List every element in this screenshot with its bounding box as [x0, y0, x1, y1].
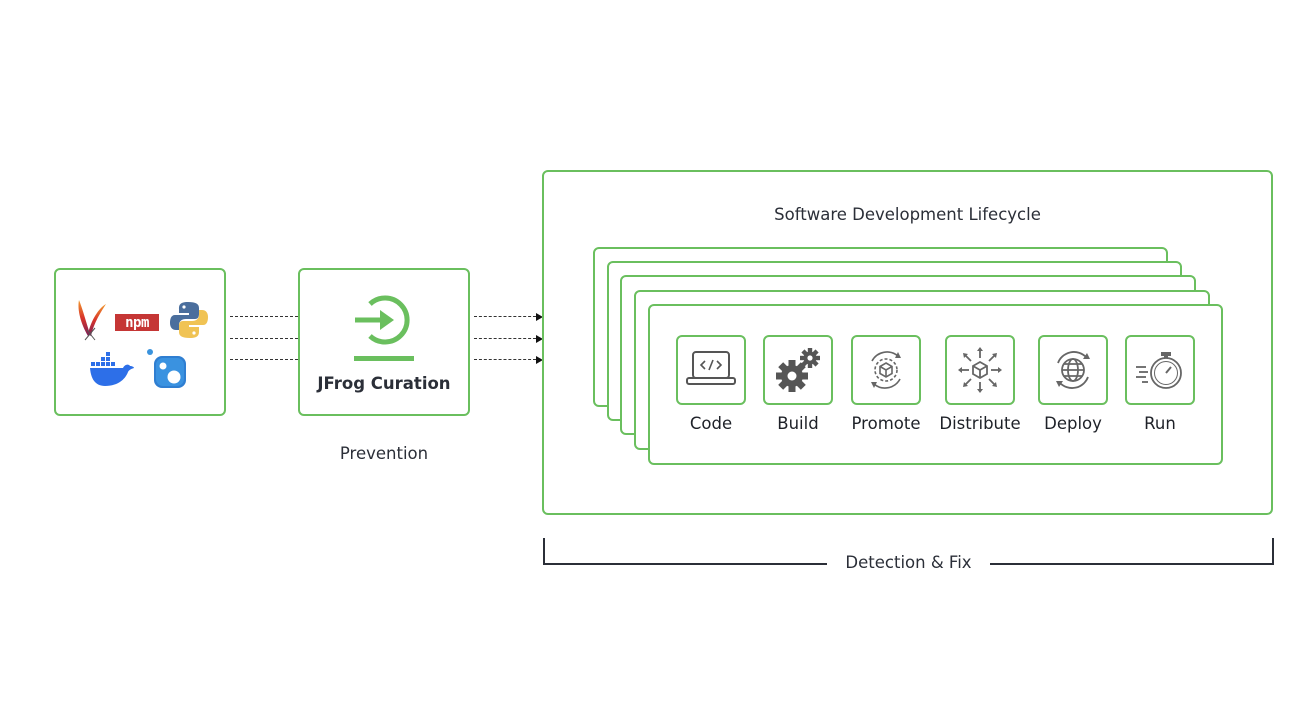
connector-arrow [474, 316, 536, 317]
bracket-left-tick [543, 538, 545, 564]
stage-icon-box [676, 335, 746, 405]
apache-maven-icon [78, 300, 106, 341]
package-sources-box: npm [54, 268, 226, 416]
stage-icon-box [1125, 335, 1195, 405]
nuget-icon [147, 349, 186, 388]
detection-fix-label: Detection & Fix [845, 553, 972, 572]
cube-gear-cycle-icon [871, 351, 901, 389]
prevention-caption: Prevention [339, 444, 429, 463]
stage-label: Deploy [1044, 414, 1102, 433]
bracket-right-line [990, 563, 1274, 565]
laptop-code-icon [686, 351, 736, 385]
python-icon [170, 302, 208, 338]
stage-icon-box [763, 335, 833, 405]
jfrog-curation-box: JFrog Curation [298, 268, 470, 416]
connector-arrow [474, 359, 536, 360]
cube-arrows-out-icon [958, 347, 1002, 393]
globe-cycle-icon [1056, 351, 1090, 389]
curation-title: JFrog Curation [317, 374, 451, 393]
curation-enter-icon [354, 295, 414, 361]
stage-label: Run [1144, 414, 1176, 433]
npm-text: npm [125, 314, 149, 331]
connector-line [230, 316, 298, 317]
stopwatch-icon [1136, 352, 1182, 389]
stage-icon-box [945, 335, 1015, 405]
gears-icon [776, 348, 820, 392]
stage-label: Distribute [939, 414, 1021, 433]
arrowhead [536, 356, 543, 364]
npm-icon: npm [115, 314, 159, 331]
arrowhead [536, 335, 543, 343]
stage-icon-box [851, 335, 921, 405]
connector-line [230, 359, 298, 360]
stage-icon-box [1038, 335, 1108, 405]
stage-label: Promote [851, 414, 921, 433]
stage-label: Build [777, 414, 819, 433]
arrowhead [536, 313, 543, 321]
bracket-right-tick [1272, 538, 1274, 564]
docker-icon [90, 352, 134, 386]
sdlc-title: Software Development Lifecycle [774, 205, 1041, 224]
connector-arrow [474, 338, 536, 339]
stage-label: Code [689, 414, 733, 433]
connector-line [230, 338, 298, 339]
bracket-left-line [543, 563, 827, 565]
